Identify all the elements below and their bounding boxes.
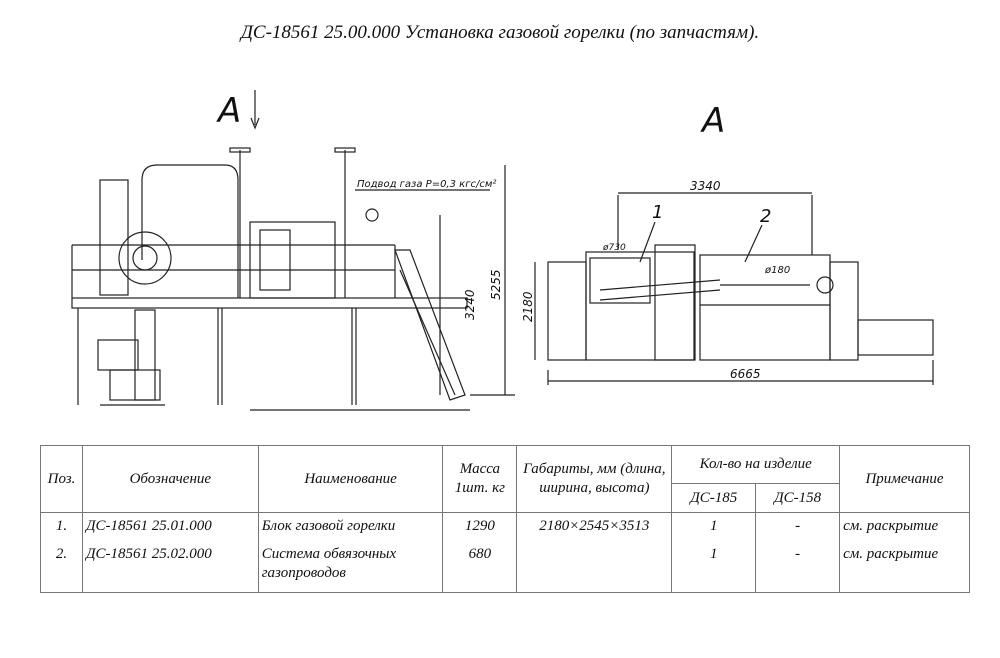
cell-dimensions — [516, 540, 673, 593]
header-mass: Масса 1шт. кг — [442, 445, 518, 513]
cell-name: Блок газовой горелки — [257, 512, 444, 541]
cell-note: см. раскрытие — [839, 540, 970, 593]
cell-qty-ds158: - — [755, 540, 841, 593]
cell-pos: 2. — [40, 540, 83, 593]
cell-qty-ds158: - — [755, 512, 841, 541]
cell-mass: 680 — [442, 540, 518, 593]
header-qty-ds185: ДС-185 — [671, 483, 757, 513]
dim-3240: 3240 — [463, 289, 477, 320]
table-row: 1. ДС-18561 25.01.000 Блок газовой горел… — [40, 512, 970, 541]
dim-6665: 6665 — [730, 367, 761, 381]
dim-2180: 2180 — [521, 291, 535, 322]
header-designation: Обозначение — [81, 445, 259, 513]
cell-name: Система обвязочных газопроводов — [257, 540, 444, 593]
header-quantity: Кол-во на изделие — [671, 445, 841, 484]
cell-qty-ds185: 1 — [671, 540, 757, 593]
front-view-a: А 3340 2180 6665 ø730 ø180 1 2 — [521, 101, 934, 385]
cell-qty-ds185: 1 — [671, 512, 757, 541]
gas-supply-note: Подвод газа P=0,3 кгс/см² — [357, 179, 496, 190]
header-qty-ds158: ДС-158 — [755, 483, 841, 513]
callout-2: 2 — [760, 206, 771, 227]
dia-730: ø730 — [602, 243, 626, 253]
cell-dimensions: 2180×2545×3513 — [516, 512, 673, 541]
header-pos: Поз. — [40, 445, 83, 513]
header-name: Наименование — [257, 445, 444, 513]
header-note: Примечание — [839, 445, 970, 513]
cell-mass: 1290 — [442, 512, 518, 541]
cell-designation: ДС-18561 25.02.000 — [81, 540, 259, 593]
dim-5255: 5255 — [489, 269, 503, 300]
header-dimensions: Габариты, мм (длина, ширина, высота) — [516, 445, 673, 513]
technical-drawing: А Подвод газа P=0,3 кгс/см² 3240 5255 А … — [71, 90, 934, 411]
dia-180: ø180 — [764, 265, 790, 276]
table-row: 2. ДС-18561 25.02.000 Система обвязочных… — [40, 540, 970, 593]
callout-1: 1 — [652, 202, 663, 223]
side-view: А Подвод газа P=0,3 кгс/см² 3240 5255 — [71, 90, 515, 411]
cell-pos: 1. — [40, 512, 83, 541]
parts-table: Поз. Обозначение Наименование Масса 1шт.… — [40, 445, 970, 593]
document-title: ДС-18561 25.00.000 Установка газовой гор… — [240, 22, 760, 43]
cell-designation: ДС-18561 25.01.000 — [81, 512, 259, 541]
cell-note: см. раскрытие — [839, 512, 970, 541]
view-label-right: А — [700, 101, 725, 141]
view-marker-left: А — [216, 91, 241, 131]
dim-3340: 3340 — [690, 179, 721, 193]
